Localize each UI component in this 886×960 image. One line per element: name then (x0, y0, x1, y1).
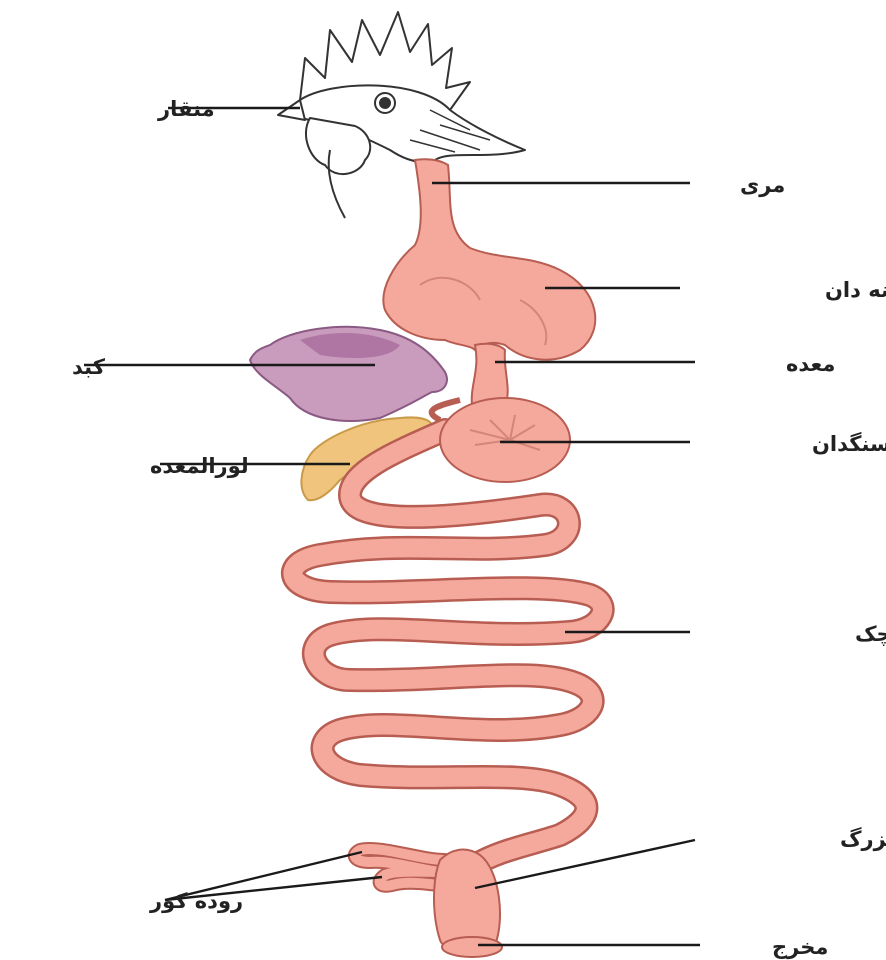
label-gizzard: سنگدان (812, 431, 886, 456)
small-intestine-shape (293, 430, 603, 865)
label-proventriculus: معده (786, 352, 835, 376)
label-ceca: روده کور (149, 889, 243, 913)
rooster-head-icon (278, 12, 525, 218)
label-large-intestine: روده بزرگ (840, 826, 886, 851)
label-esophagus: مری (740, 173, 785, 197)
crop-shape (383, 159, 595, 359)
label-pancreas: لوزالمعده (150, 454, 249, 478)
label-cloaca: مخرج (772, 935, 828, 960)
label-crop: چینه دان (825, 278, 886, 302)
label-liver: کبد (72, 355, 106, 379)
labels: منقار مری چینه دان کبد معده سنگدان لوزال… (72, 97, 886, 960)
cloaca-shape (442, 937, 502, 957)
digestive-tract (250, 159, 603, 957)
label-beak: منقار (157, 97, 215, 121)
label-small-intestine: روده کوچک (855, 622, 886, 646)
